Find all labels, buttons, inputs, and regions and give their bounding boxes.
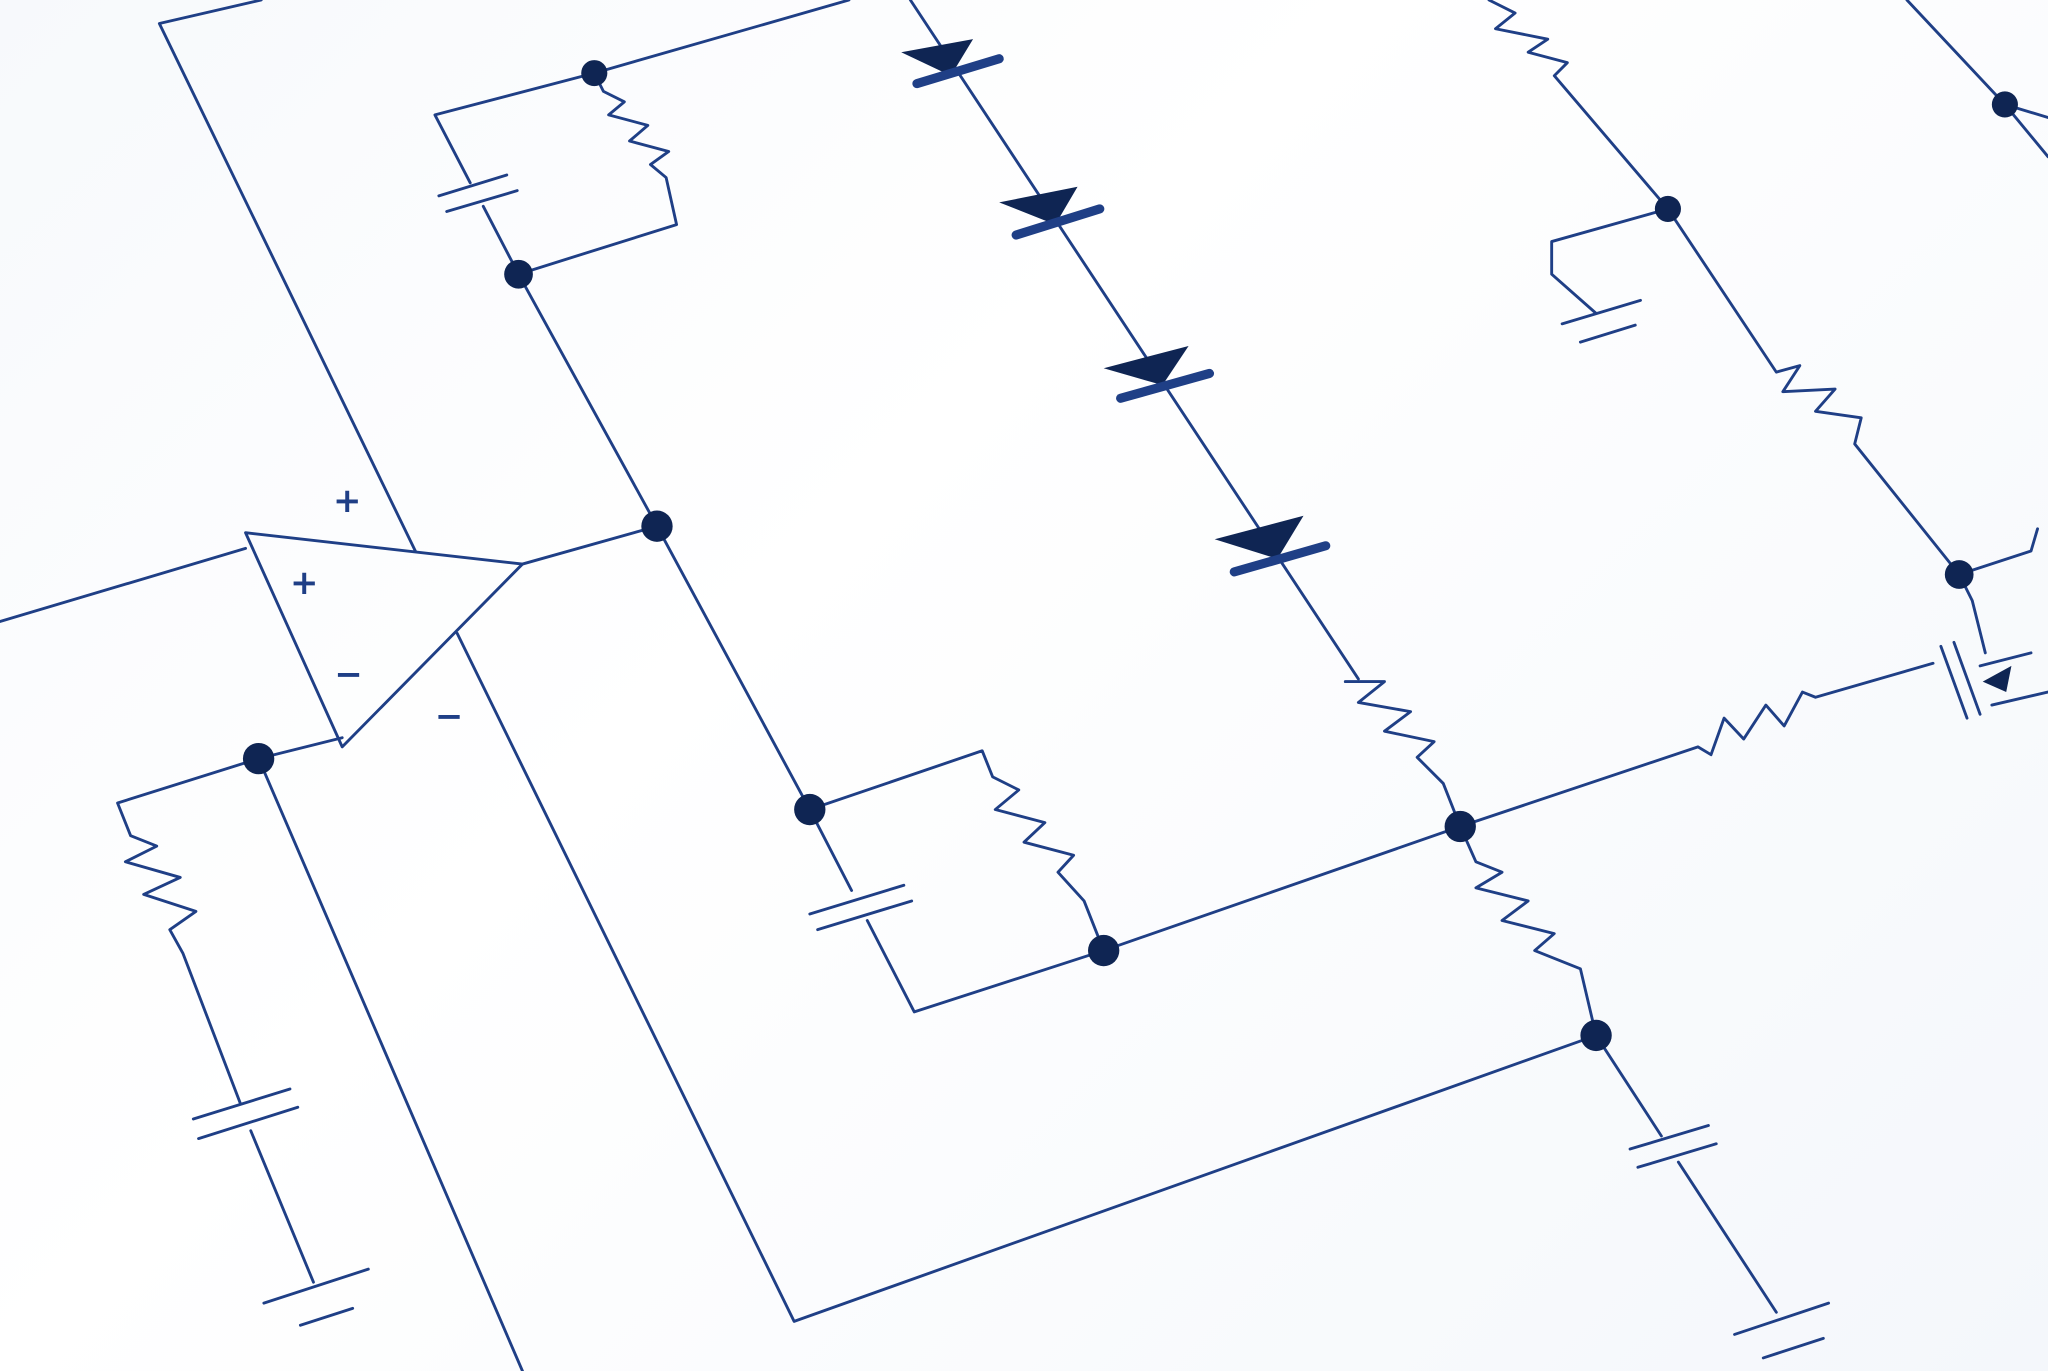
opamp-minus-outer-label: − bbox=[435, 696, 463, 736]
op-amp: + + − − bbox=[244, 481, 524, 749]
grounds bbox=[262, 298, 1831, 1360]
diode-3 bbox=[1103, 346, 1189, 386]
diode-2 bbox=[999, 186, 1078, 225]
opamp-minus-label: − bbox=[334, 655, 362, 695]
opamp-plus-label: + bbox=[290, 563, 318, 603]
capacitors bbox=[191, 173, 2048, 1169]
diodes bbox=[901, 39, 2012, 693]
diode-1 bbox=[901, 39, 974, 76]
mosfet-arrow bbox=[1982, 665, 2012, 693]
diode-4 bbox=[1214, 515, 1304, 559]
opamp-plus-outer-label: + bbox=[333, 481, 361, 521]
junction-nodes bbox=[242, 60, 2018, 1052]
